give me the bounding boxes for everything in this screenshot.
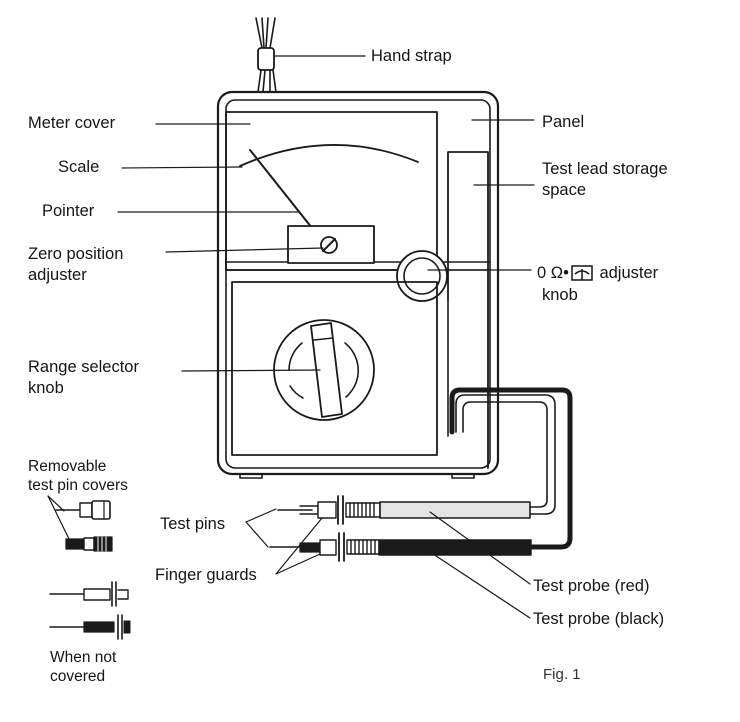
label-when-not-covered: When not covered bbox=[50, 649, 117, 685]
figure-caption: Fig. 1 bbox=[543, 666, 581, 683]
lower-panel bbox=[231, 281, 438, 456]
range-selector-knob bbox=[273, 319, 375, 421]
test-probe-red bbox=[277, 495, 531, 525]
label-removable-covers: Removable test pin covers bbox=[28, 458, 128, 494]
cables bbox=[449, 387, 573, 550]
label-hand-strap: Hand strap bbox=[371, 47, 452, 65]
label-scale: Scale bbox=[58, 158, 100, 176]
test-probe-black bbox=[269, 532, 532, 562]
label-adjuster-knob: 0 Ω• adjuster bbox=[537, 263, 658, 287]
label-adjuster-knob-line2: knob bbox=[542, 286, 578, 304]
uncovered-pins bbox=[49, 581, 131, 640]
pin-covers bbox=[55, 500, 113, 552]
label-adjuster-knob-suffix: adjuster bbox=[594, 264, 659, 282]
pointer-needle bbox=[249, 149, 313, 229]
hand-strap bbox=[255, 17, 277, 93]
label-finger-guards: Finger guards bbox=[155, 566, 257, 584]
label-test-probe-black: Test probe (black) bbox=[533, 610, 665, 628]
ohm-adjuster-knob bbox=[396, 250, 448, 302]
label-adjuster-knob-prefix: 0 Ω• bbox=[537, 264, 569, 282]
label-zero-position-adjuster: Zero position adjuster bbox=[28, 245, 124, 284]
label-test-probe-red: Test probe (red) bbox=[533, 577, 650, 595]
leader-lines bbox=[47, 55, 535, 619]
test-lead-storage bbox=[447, 151, 489, 469]
label-meter-cover: Meter cover bbox=[28, 114, 116, 132]
scale-arc bbox=[239, 144, 419, 167]
meter-adjust-icon bbox=[571, 265, 593, 287]
label-test-pins: Test pins bbox=[160, 515, 226, 533]
label-range-selector-knob: Range selector knob bbox=[28, 358, 139, 397]
label-pointer: Pointer bbox=[42, 202, 95, 220]
label-test-lead-storage: Test lead storage space bbox=[542, 160, 668, 199]
label-panel: Panel bbox=[542, 113, 585, 131]
zero-adjuster-box bbox=[287, 225, 375, 264]
